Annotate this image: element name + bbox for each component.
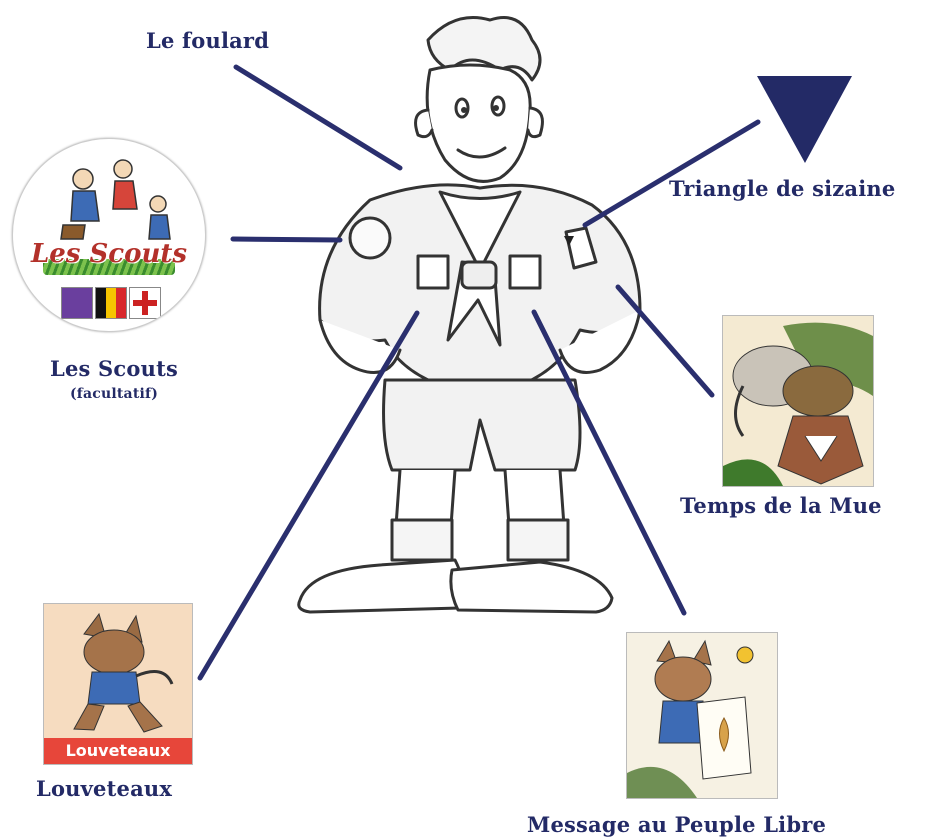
label-les-scouts: Les Scouts — [49, 356, 178, 381]
les-scouts-logo-text: Les Scouts — [30, 239, 187, 269]
belgian-flag-icon — [95, 287, 127, 319]
label-louveteaux: Louveteaux — [36, 776, 173, 801]
label-message-au-peuple-libre: Message au Peuple Libre — [527, 812, 827, 837]
wosm-emblem-icon — [61, 287, 93, 319]
temps-de-la-mue-badge — [722, 315, 874, 487]
les-scouts-badge: Les Scouts — [12, 138, 206, 332]
leader-line-foulard — [233, 64, 403, 171]
sixer-triangle-icon — [757, 76, 852, 163]
wolf-cub-illustration — [44, 604, 192, 738]
label-triangle-de-sizaine: Triangle de sizaine — [669, 176, 896, 201]
cross-emblem-icon — [129, 287, 161, 319]
louveteaux-badge: Louveteaux — [43, 603, 193, 765]
message-scroll-illustration — [627, 633, 777, 798]
scouts-characters-illustration — [60, 159, 171, 240]
scout-figure — [297, 16, 642, 614]
label-temps-de-la-mue: Temps de la Mue — [680, 493, 882, 518]
leader-line-scouts — [230, 236, 343, 243]
leader-line-triangle — [582, 119, 761, 228]
label-facultatif: (facultatif) — [69, 386, 159, 402]
label-foulard: Le foulard — [146, 28, 270, 53]
louveteaux-caption-bar: Louveteaux — [44, 738, 192, 764]
leader-line-message — [531, 309, 687, 616]
leader-line-mue — [615, 284, 715, 398]
jungle-animals-illustration — [723, 316, 873, 486]
leader-line-louveteaux — [197, 310, 420, 681]
message-au-peuple-libre-badge — [626, 632, 778, 799]
grass-decoration — [43, 259, 175, 275]
